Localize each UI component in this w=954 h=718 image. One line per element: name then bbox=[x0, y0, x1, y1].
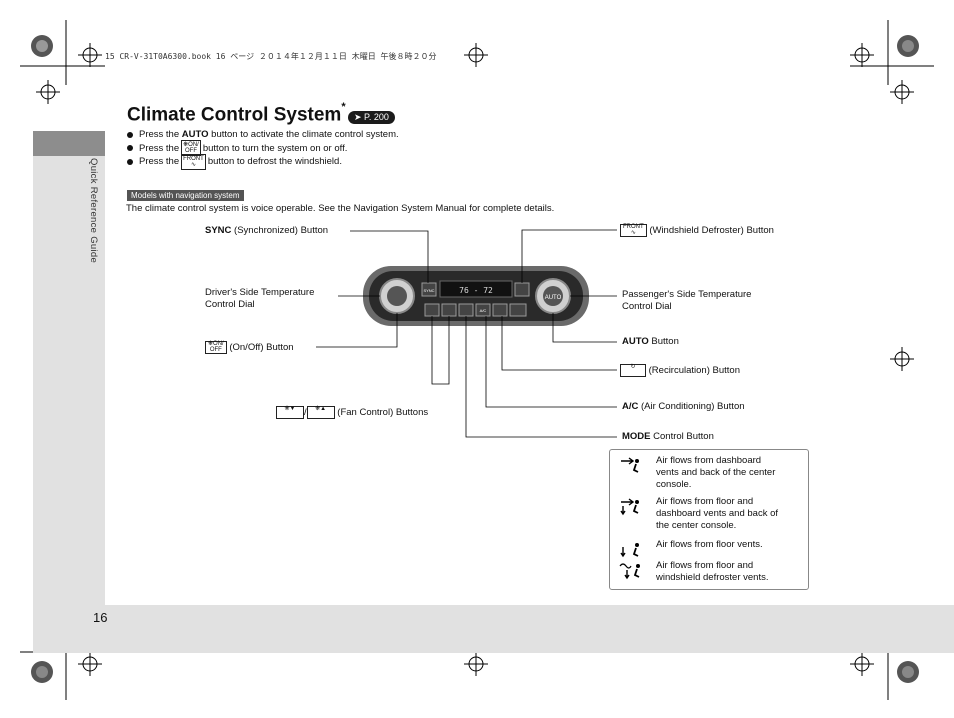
list-item: Press the AUTO button to activate the cl… bbox=[127, 128, 399, 142]
fan-up-icon: ❋▲ bbox=[306, 406, 335, 419]
fan-callout: ❋▼/❋▲ (Fan Control) Buttons bbox=[276, 406, 428, 419]
on-off-button-icon: ❋ON/OFF bbox=[205, 341, 227, 354]
floor-vents-icon bbox=[620, 543, 639, 558]
mode-button bbox=[458, 303, 474, 317]
page-number: 16 bbox=[93, 610, 108, 625]
leader-lines bbox=[316, 229, 617, 438]
bullet-text: button to defrost the windshield. bbox=[207, 156, 342, 167]
sync-button bbox=[421, 282, 437, 297]
color-target-icon bbox=[31, 35, 919, 683]
sync-knob-center bbox=[387, 286, 407, 306]
page-reference-link[interactable]: ➤ P. 200 bbox=[348, 111, 395, 124]
bullet-text: button to turn the system on or off. bbox=[202, 142, 348, 154]
airflow-description: Air flows from floor vents. bbox=[656, 539, 763, 550]
ac-callout: A/C (Air Conditioning) Button bbox=[622, 401, 745, 412]
side-tab-label: Quick Reference Guide bbox=[88, 158, 99, 264]
defroster-button-icon: FRONT∿ bbox=[181, 153, 206, 170]
bullet-text: Press the bbox=[139, 142, 180, 154]
auto-label: AUTO bbox=[181, 129, 209, 140]
ac-button-label: A/C bbox=[480, 308, 487, 313]
floor-defroster-vents-icon bbox=[619, 563, 640, 580]
recirculation-icon: ↻ bbox=[620, 364, 646, 377]
defroster-button bbox=[514, 282, 530, 297]
bullet-icon bbox=[127, 158, 133, 165]
mode-callout: MODE Control Button bbox=[622, 431, 714, 442]
recirc-callout: ↻ (Recirculation) Button bbox=[620, 364, 740, 377]
auto-callout: AUTO Button bbox=[622, 336, 679, 347]
sync-button-label: SYNC bbox=[423, 288, 434, 293]
floor-dashboard-vents-icon bbox=[620, 498, 639, 516]
auto-knob-label: AUTO bbox=[545, 295, 562, 301]
fan-up-button bbox=[441, 303, 457, 317]
defroster-button-icon: FRONT∿ bbox=[620, 224, 647, 237]
outside-air-button bbox=[509, 303, 527, 317]
onoff-callout: ❋ON/OFF (On/Off) Button bbox=[205, 341, 294, 354]
footer-band bbox=[33, 605, 954, 653]
defroster-callout: FRONT∿ (Windshield Defroster) Button bbox=[620, 224, 774, 237]
sync-callout: SYNC (Synchronized) Button bbox=[205, 225, 329, 236]
fan-down-icon: ❋▼ bbox=[276, 406, 304, 419]
bullet-icon bbox=[127, 131, 133, 138]
print-header: 15 CR-V-31T0A6300.book 16 ページ ２０１４年１２月１１… bbox=[105, 52, 437, 61]
title-text: Climate Control System bbox=[127, 104, 342, 126]
page-ref-text: P. 200 bbox=[364, 112, 389, 122]
bullet-text: Press the bbox=[139, 129, 180, 140]
title-asterisk: * bbox=[341, 101, 346, 113]
page-title: Climate Control System* bbox=[127, 101, 346, 126]
instruction-list: Press the AUTO button to activate the cl… bbox=[127, 128, 399, 170]
auto-knob-center bbox=[543, 286, 563, 306]
navigation-models-label: Models with navigation system bbox=[127, 190, 244, 201]
panel-display bbox=[439, 280, 513, 298]
panel-display-text: 76 - 72 bbox=[459, 286, 493, 295]
ac-button bbox=[475, 303, 491, 317]
side-tab-marker bbox=[33, 131, 105, 156]
bullet-text: Press the bbox=[139, 156, 180, 167]
bullet-text: button to activate the climate control s… bbox=[211, 129, 399, 140]
side-tab-band bbox=[33, 156, 105, 610]
recirc-button bbox=[492, 303, 508, 317]
voice-operation-note: The climate control system is voice oper… bbox=[126, 203, 555, 214]
dashboard-vents-icon bbox=[621, 457, 639, 473]
on-off-button-icon: ❋ON/OFF bbox=[181, 140, 201, 157]
bullet-icon bbox=[127, 145, 133, 152]
fan-down-button bbox=[424, 303, 440, 317]
